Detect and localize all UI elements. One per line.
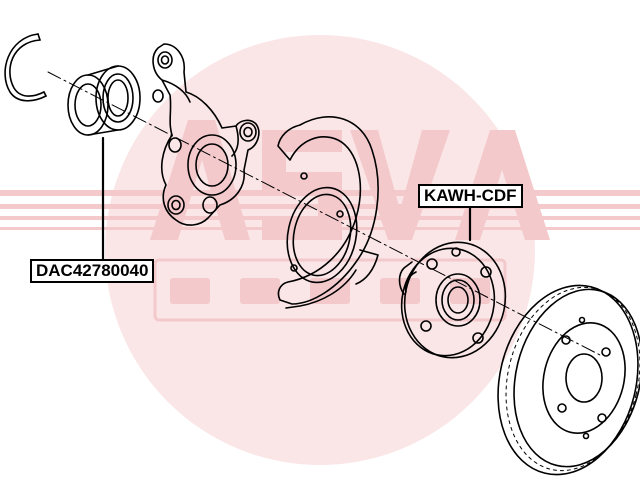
wheel-hub [398, 241, 507, 359]
steering-knuckle [152, 43, 260, 226]
hub-part-number-label: KAWH-CDF [418, 184, 523, 208]
brake-disc [497, 284, 640, 476]
dust-shield [277, 116, 379, 309]
snap-ring [4, 33, 47, 102]
wheel-bearing [67, 65, 141, 136]
bearing-part-number-label: DAC42780040 [30, 259, 155, 283]
assembly-axis [47, 71, 601, 356]
